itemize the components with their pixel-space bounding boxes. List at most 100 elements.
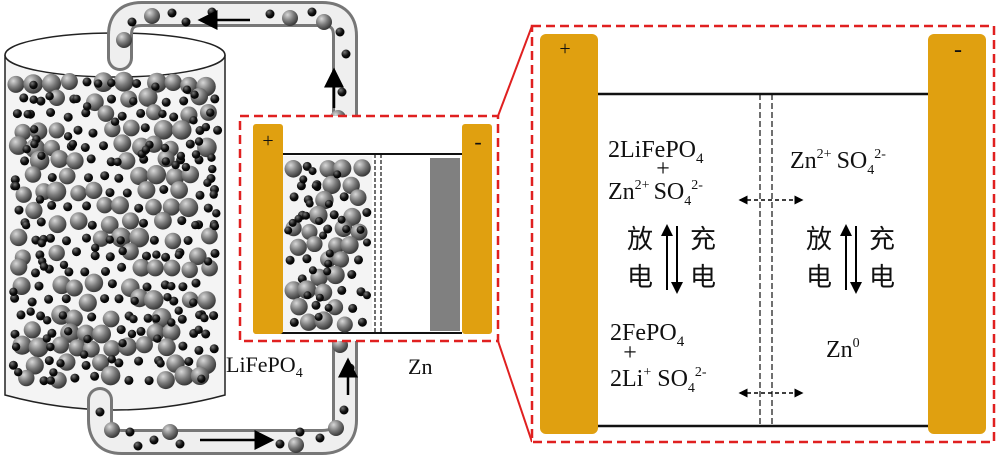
- carbon-particle: [185, 139, 195, 149]
- lifepo4-particle: [65, 309, 83, 328]
- carbon-particle: [305, 199, 314, 208]
- carbon-particle: [324, 259, 333, 268]
- carbon-particle: [27, 297, 37, 307]
- carbon-particle: [142, 282, 152, 292]
- lifepo4-particle: [164, 232, 182, 250]
- carbon-particle: [30, 139, 39, 149]
- formula-zn-so4-left: Zn2+SO42-: [608, 178, 703, 209]
- carbon-particle: [295, 427, 305, 437]
- carbon-particle: [42, 334, 51, 343]
- carbon-particle: [129, 97, 138, 106]
- carbon-particle: [30, 125, 39, 134]
- lifepo4-particle: [132, 258, 151, 277]
- carbon-particle: [339, 405, 349, 415]
- carbon-particle: [311, 300, 321, 310]
- carbon-particle: [127, 17, 137, 27]
- carbon-particle: [296, 181, 306, 191]
- lifepo4-particle: [328, 237, 345, 254]
- carbon-particle: [62, 236, 71, 246]
- carbon-particle: [308, 266, 317, 275]
- carbon-particle: [333, 170, 342, 179]
- lifepo4-particle: [25, 356, 44, 375]
- plus-sign: +: [262, 130, 273, 152]
- carbon-particle: [136, 108, 146, 118]
- carbon-particle: [335, 27, 345, 37]
- carbon-particle: [84, 173, 93, 183]
- lifepo4-particle: [327, 299, 344, 316]
- lifepo4-particle: [78, 293, 97, 312]
- carbon-particle: [139, 218, 148, 228]
- carbon-particle: [347, 270, 357, 279]
- carbon-particle: [124, 375, 134, 385]
- lifepo4-particle: [104, 422, 120, 438]
- detail-plus-sign: +: [559, 38, 570, 60]
- carbon-particle: [363, 238, 371, 247]
- lifepo4-particle: [290, 297, 308, 316]
- carbon-particle: [169, 296, 179, 306]
- carbon-particle: [82, 201, 92, 211]
- carbon-particle: [197, 374, 206, 383]
- lifepo4-particle: [145, 198, 162, 216]
- carbon-particle: [289, 192, 299, 202]
- carbon-particle: [59, 260, 69, 270]
- carbon-particle: [37, 239, 46, 248]
- lifepo4-particle: [336, 316, 353, 333]
- carbon-particle: [337, 215, 346, 224]
- carbon-particle: [45, 92, 54, 101]
- carbon-particle: [86, 154, 96, 164]
- carbon-particle: [288, 218, 297, 227]
- carbon-particle: [208, 164, 217, 174]
- carbon-particle: [110, 117, 120, 126]
- carbon-particle: [167, 318, 176, 327]
- carbon-particle: [265, 9, 275, 19]
- discharge-label-left-1: 放: [627, 225, 653, 255]
- carbon-particle: [315, 433, 325, 443]
- carbon-particle: [46, 342, 55, 352]
- carbon-particle: [315, 217, 324, 225]
- formula-2fepo4: 2FePO4: [610, 320, 685, 350]
- lifepo4-particle: [66, 152, 84, 170]
- lifepo4-particle: [102, 310, 120, 328]
- detail-dashed-frame: [530, 24, 996, 444]
- carbon-particle: [118, 246, 127, 256]
- lifepo4-particle: [9, 228, 28, 247]
- lifepo4-particle: [145, 104, 163, 121]
- charge-label-left-1: 充: [690, 225, 716, 255]
- carbon-particle: [87, 312, 97, 322]
- carbon-particle: [88, 128, 98, 138]
- lifepo4-particle: [340, 236, 359, 255]
- lifepo4-particle: [48, 122, 65, 139]
- lifepo4-particle: [18, 369, 35, 387]
- lifepo4-particle: [284, 160, 303, 178]
- plus-top-left: +: [656, 156, 670, 182]
- carbon-particle: [73, 125, 83, 135]
- carbon-particle: [354, 255, 363, 265]
- carbon-particle: [183, 236, 193, 245]
- lifepo4-particle: [162, 322, 181, 341]
- carbon-particle: [337, 285, 347, 295]
- carbon-particle: [209, 344, 219, 354]
- electrolyte-tank: [4, 32, 226, 411]
- carbon-particle: [285, 255, 295, 265]
- carbon-particle: [81, 360, 91, 370]
- carbon-particle: [29, 95, 38, 104]
- carbon-particle: [190, 90, 199, 99]
- carbon-particle: [125, 427, 135, 437]
- lifepo4-particle: [122, 119, 140, 137]
- negative-electrode: [462, 124, 492, 334]
- carbon-particle: [194, 345, 204, 355]
- lifepo4-particle: [15, 186, 32, 203]
- lifepo4-particle: [137, 181, 156, 200]
- detail-positive-electrode: [540, 34, 598, 434]
- carbon-particle: [178, 341, 188, 351]
- lifepo4-particle: [85, 181, 103, 200]
- carbon-particle: [91, 243, 100, 252]
- carbon-particle: [177, 216, 187, 226]
- lifepo4-particle: [197, 291, 216, 310]
- formula-zn-so4-right: Zn2+SO42-: [790, 147, 886, 178]
- carbon-particle: [133, 441, 143, 451]
- carbon-particle: [43, 316, 52, 325]
- carbon-particle: [161, 252, 171, 262]
- carbon-particle: [44, 356, 54, 366]
- lifepo4-particle: [171, 120, 192, 140]
